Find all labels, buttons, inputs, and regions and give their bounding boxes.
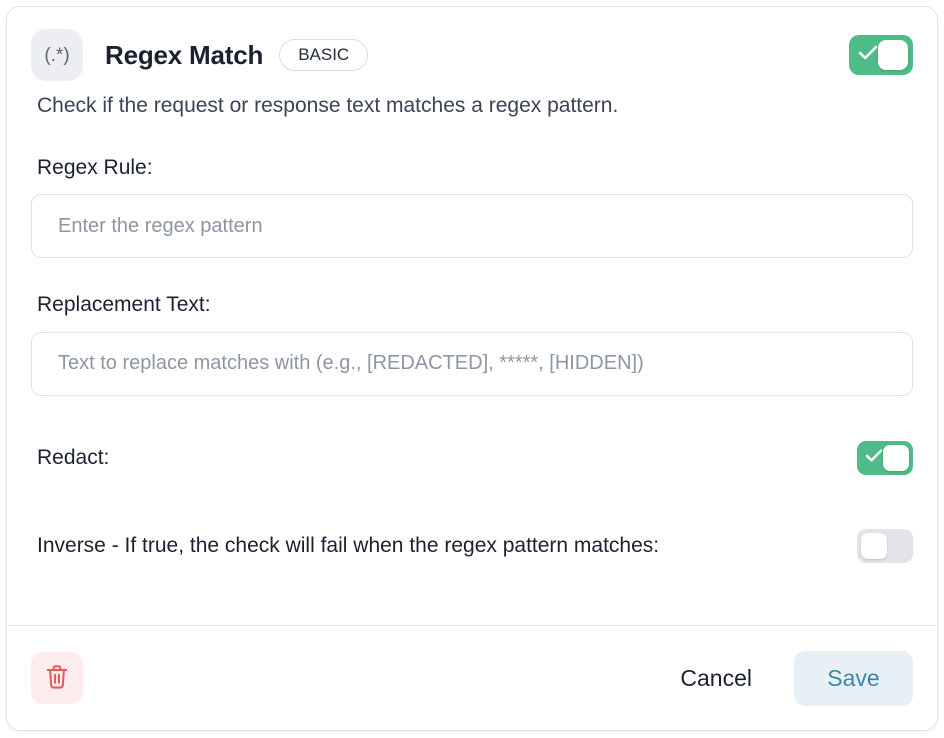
card-footer: Cancel Save (7, 626, 937, 730)
cancel-button[interactable]: Cancel (666, 653, 766, 704)
toggle-knob (861, 532, 887, 559)
redact-label: Redact: (37, 446, 110, 470)
card-body: (.*) Regex Match BASIC Check if the requ… (7, 7, 937, 625)
inverse-toggle[interactable] (857, 528, 913, 563)
save-button[interactable]: Save (794, 650, 913, 706)
regex-icon: (.*) (31, 29, 83, 81)
inverse-row: Inverse - If true, the check will fail w… (31, 518, 913, 574)
regex-rule-input[interactable] (31, 194, 913, 259)
regex-icon-glyph: (.*) (44, 44, 70, 66)
toggle-knob (878, 40, 908, 70)
regex-rule-label: Regex Rule: (37, 156, 153, 180)
trash-icon (44, 663, 70, 694)
replacement-text-label: Replacement Text: (37, 293, 211, 317)
status-badge: BASIC (279, 39, 369, 71)
check-icon (858, 45, 878, 66)
delete-button[interactable] (31, 652, 83, 704)
replacement-text-field-group: Replacement Text: (31, 292, 913, 396)
replacement-text-input[interactable] (31, 331, 913, 396)
enable-check-toggle[interactable] (849, 35, 913, 75)
toggle-knob (883, 444, 909, 471)
redact-row: Redact: (31, 430, 913, 486)
card-description: Check if the request or response text ma… (37, 94, 619, 117)
footer-divider (7, 625, 937, 626)
redact-toggle[interactable] (857, 440, 913, 475)
card-header: (.*) Regex Match BASIC (31, 29, 913, 81)
regex-match-card: (.*) Regex Match BASIC Check if the requ… (6, 6, 938, 731)
inverse-label: Inverse - If true, the check will fail w… (37, 534, 660, 558)
check-icon (865, 448, 883, 467)
page-title: Regex Match (105, 39, 264, 70)
regex-rule-field-group: Regex Rule: (31, 155, 913, 259)
